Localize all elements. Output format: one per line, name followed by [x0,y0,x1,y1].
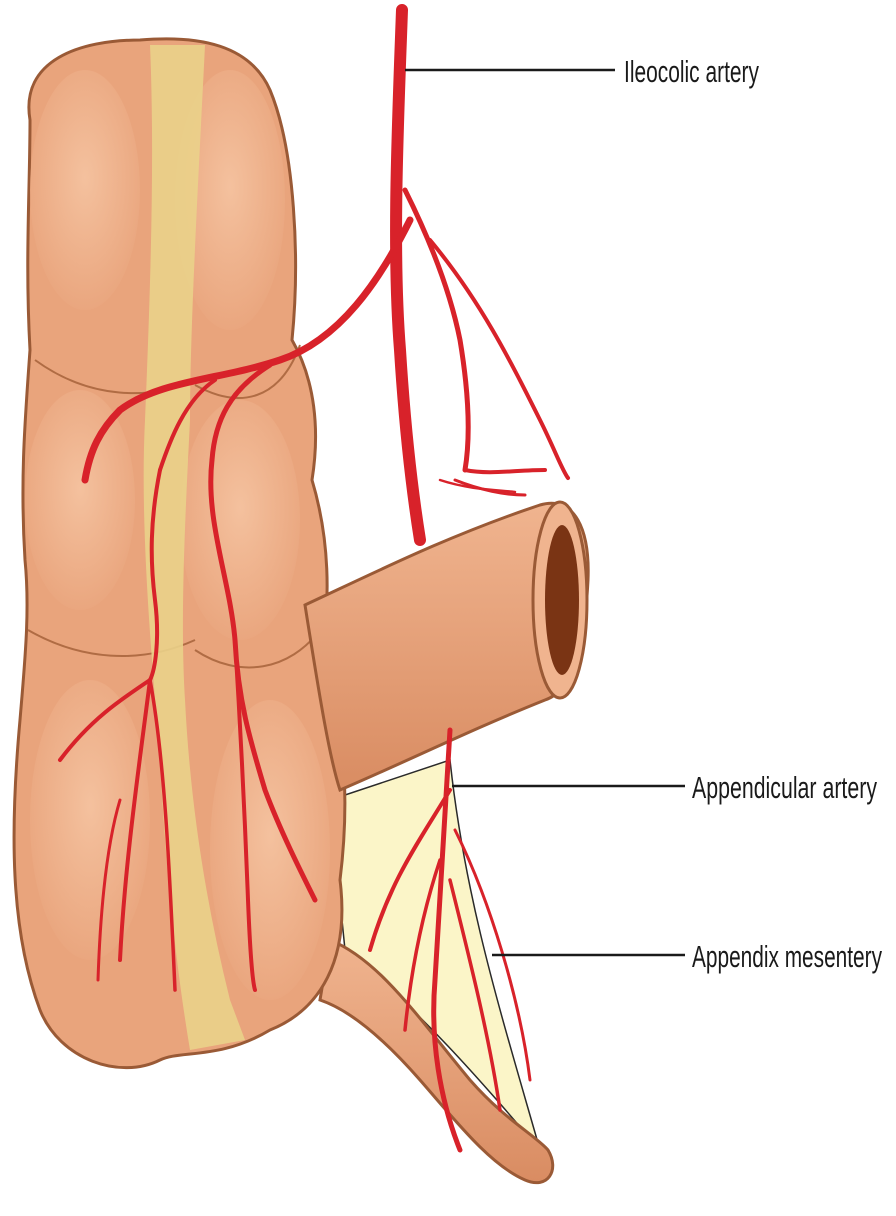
label-text-ileocolic-artery: Ileocolic artery [624,54,759,89]
colon [14,39,345,1068]
label-ileocolic-artery: Ileocolic artery [405,54,759,89]
label-text-appendix-mesentery: Appendix mesentery [692,939,882,974]
label-appendix-mesentery: Appendix mesentery [492,939,882,974]
ileum-lumen [545,525,579,675]
label-appendicular-artery: Appendicular artery [452,770,877,805]
label-text-appendicular-artery: Appendicular artery [692,770,877,805]
ileocolic-artery [396,10,420,540]
